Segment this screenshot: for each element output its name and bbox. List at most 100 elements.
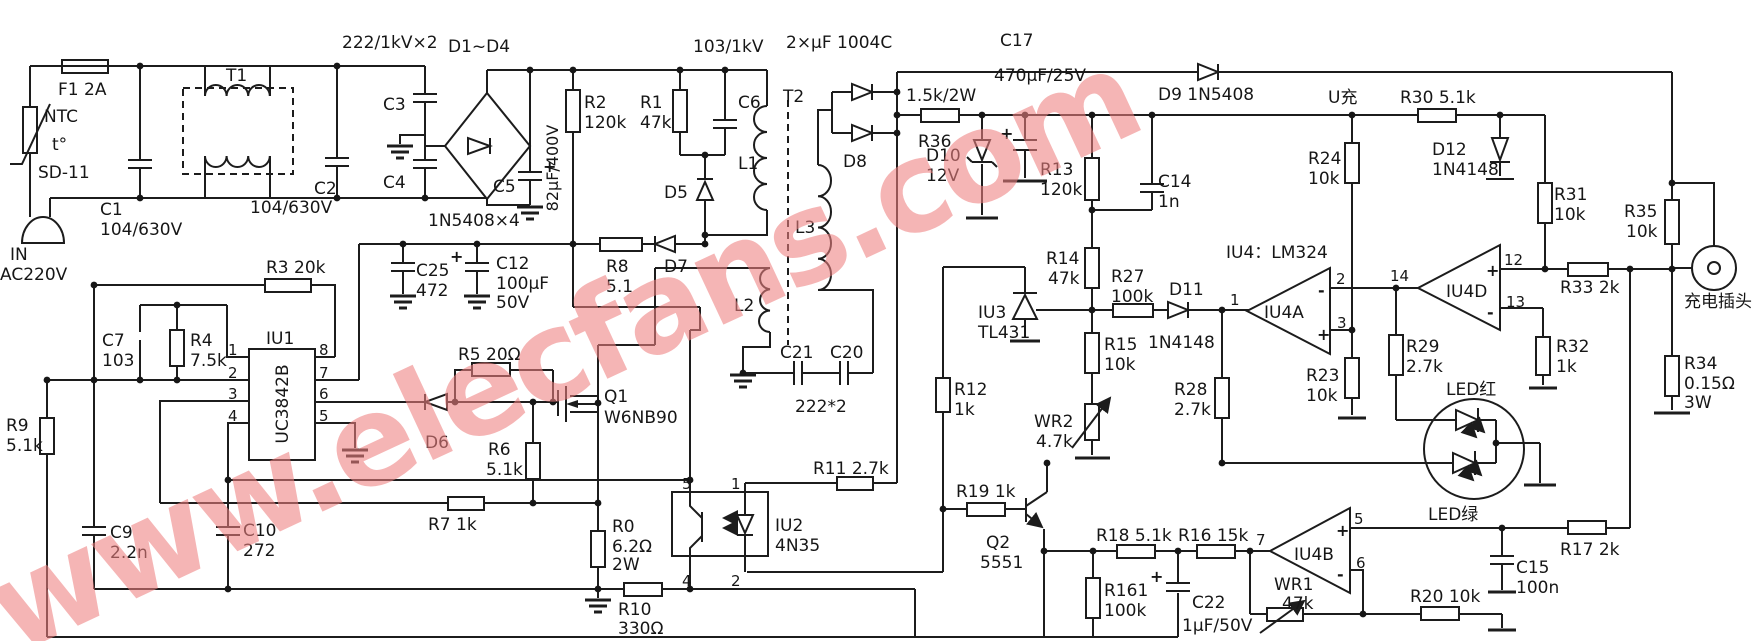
label-c7: C7	[102, 331, 125, 351]
label-r33: R33 2k	[1560, 278, 1620, 298]
sign-iu4d-minus: -	[1487, 303, 1494, 322]
ac-plug-icon	[20, 216, 66, 244]
label-cap222: 222/1kV×2	[342, 33, 438, 53]
pin-numbers: 1 2 3 4 8 7 6 5 5 1 4 2 1 2 3 14 12 13 7…	[228, 124, 1525, 590]
label-c12: C12	[496, 254, 530, 274]
label-f1: F1 2A	[58, 80, 107, 100]
opamp-iu4b	[1267, 506, 1351, 595]
label-r23v: 10k	[1306, 386, 1338, 406]
diode-d11	[1167, 300, 1191, 320]
label-r29v: 2.7k	[1406, 357, 1443, 377]
sign-c12-plus: +	[450, 247, 463, 266]
label-r35: R35	[1624, 202, 1657, 222]
label-l3: L3	[795, 218, 815, 238]
pin-iu1-4: 4	[228, 407, 238, 425]
label-c1v: 104/630V	[100, 220, 183, 240]
label-d7: D7	[664, 257, 688, 277]
label-r4v: 7.5k	[190, 351, 227, 371]
diode-d8-pair	[851, 82, 875, 143]
label-mf2: 2×μF 1004C	[786, 33, 892, 53]
label-q1: Q1	[604, 387, 628, 407]
pin-iu4a-2: 2	[1336, 270, 1346, 288]
label-r31v: 10k	[1554, 205, 1586, 225]
label-r29: R29	[1406, 337, 1439, 357]
label-l2: L2	[734, 296, 754, 316]
label-r6: R6	[488, 440, 511, 460]
pin-iu2-4: 4	[682, 572, 692, 590]
label-iu4d: IU4D	[1446, 282, 1487, 302]
label-c25v: 472	[416, 281, 448, 301]
label-r28v: 2.7k	[1174, 400, 1211, 420]
label-in2: AC220V	[0, 265, 68, 285]
label-r15v: 10k	[1104, 355, 1136, 375]
label-c6: C6	[738, 93, 761, 113]
label-iu2: IU2	[775, 516, 803, 536]
label-r5: R5 20Ω	[458, 345, 521, 365]
label-t2: T2	[782, 87, 804, 107]
label-r4: R4	[190, 331, 213, 351]
diode-d12	[1486, 137, 1514, 180]
diode-d7	[652, 234, 676, 254]
label-r14: R14	[1046, 249, 1079, 269]
label-r16: R16 15k	[1178, 526, 1248, 546]
label-r27v: 100k	[1111, 287, 1153, 307]
sign-c17-plus: +	[1000, 124, 1013, 143]
label-r34v: 0.15Ω	[1684, 374, 1735, 394]
pin-iu4a-1: 1	[1230, 291, 1240, 309]
resistors	[39, 89, 1680, 621]
label-wr1: WR1	[1274, 575, 1313, 595]
label-c22: C22	[1192, 593, 1226, 613]
pin-iu1-1: 1	[228, 341, 238, 359]
label-c1: C1	[100, 200, 123, 220]
pin-iu4d-12: 12	[1504, 251, 1523, 269]
label-c15v: 100n	[1516, 578, 1559, 598]
label-r9: R9	[6, 416, 29, 436]
label-r35v: 10k	[1626, 222, 1658, 242]
zener-d10	[966, 139, 998, 168]
label-iu2v: 4N35	[775, 536, 820, 556]
pin-iu1-8: 8	[319, 341, 329, 359]
label-c7v: 103	[102, 351, 134, 371]
sign-iu4a-minus: -	[1318, 281, 1325, 300]
label-r2: R2	[584, 93, 607, 113]
label-d1d4: D1~D4	[448, 37, 510, 57]
label-c17v: 470μF/25V	[994, 66, 1086, 86]
label-c5: C5	[493, 177, 516, 197]
label-iu3v: TL431	[977, 323, 1030, 343]
label-r0w: 2W	[612, 555, 640, 575]
label-d6: D6	[425, 433, 449, 453]
label-uc3842b: UC3842B	[273, 364, 293, 443]
label-c14v: 1n	[1158, 192, 1180, 212]
label-tdeg: t°	[52, 135, 67, 155]
pin-iu2-5: 5	[682, 475, 692, 493]
label-c10v: 272	[243, 541, 275, 561]
label-c2: C2	[314, 179, 337, 199]
bridge-rectifier	[443, 91, 532, 201]
pin-iu4a-3: 3	[1337, 314, 1347, 332]
label-r31: R31	[1554, 185, 1587, 205]
label-r28: R28	[1174, 380, 1207, 400]
label-r13: R13	[1040, 160, 1073, 180]
label-r32: R32	[1556, 337, 1589, 357]
pin-iu1-2: 2	[228, 364, 238, 382]
optocoupler-iu2	[671, 491, 769, 557]
pin-iu4b-6: 6	[1356, 554, 1366, 572]
wiring-primary	[29, 65, 897, 381]
pin-iu1-6: 6	[319, 385, 329, 403]
label-r1v: 47k	[640, 113, 672, 133]
label-uchg: U充	[1328, 88, 1357, 108]
label-wr2v: 4.7k	[1036, 432, 1073, 452]
ntc-thermistor	[10, 103, 51, 165]
led-indicator	[1423, 398, 1525, 500]
label-r18: R18 5.1k	[1096, 526, 1172, 546]
label-c2v: 104/630V	[250, 198, 333, 218]
sign-iu4b-minus: -	[1337, 565, 1344, 584]
transformer-t2	[753, 100, 832, 345]
label-d10v: 12V	[926, 166, 960, 186]
pin-iu4d-14: 14	[1390, 267, 1409, 285]
pin-iu2-2: 2	[731, 572, 741, 590]
label-ntc: NTC	[44, 107, 78, 127]
label-r9v: 5.1k	[6, 436, 43, 456]
label-c20: C20	[830, 343, 864, 363]
